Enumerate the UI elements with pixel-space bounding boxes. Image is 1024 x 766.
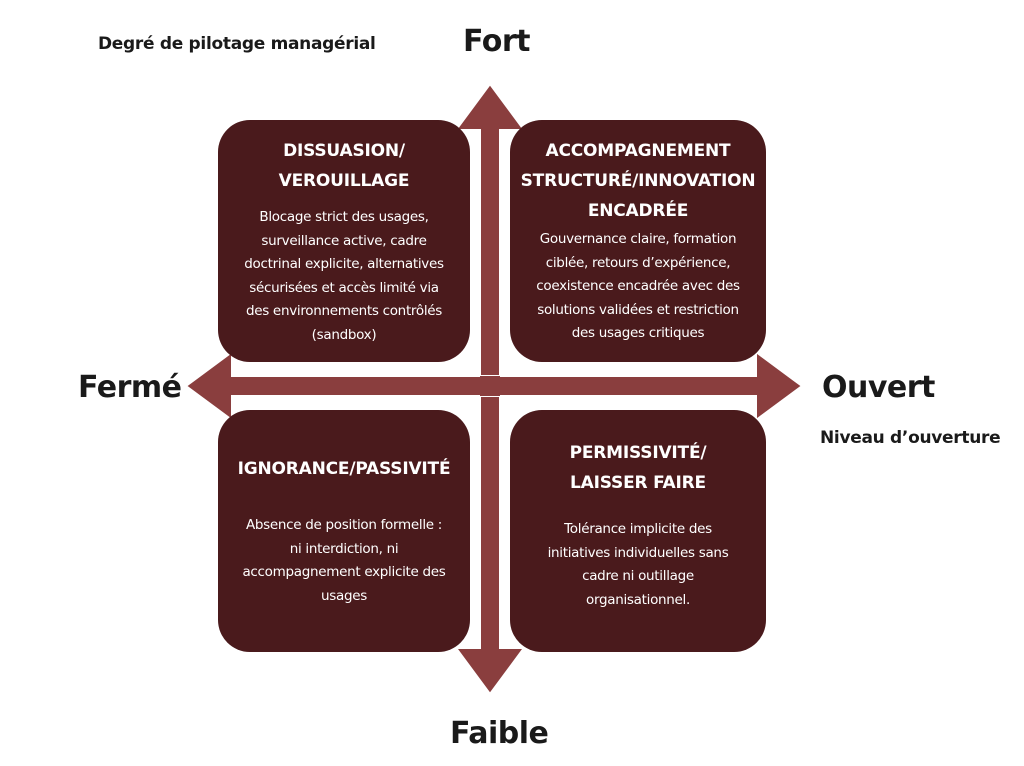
quadrant-accompagnement-structure: ACCOMPAGNEMENT STRUCTURÉ/INNOVATION ENCA…: [510, 120, 766, 362]
desc-line: Blocage strict des usages,: [259, 209, 429, 225]
desc-line: (sandbox): [311, 326, 377, 343]
quadrant-description: Tolérance implicite des initiatives indi…: [548, 518, 729, 612]
title-line: LAISSER FAIRE: [570, 473, 706, 493]
desc-line: Absence de position formelle :: [245, 517, 443, 533]
pole-fort: Fort: [463, 24, 531, 59]
quadrant-permissivite-laisser-faire: PERMISSIVITÉ/ LAISSER FAIRE Tolérance im…: [510, 410, 766, 652]
quadrant-ignorance-passivite: IGNORANCE/PASSIVITÉ Absence de position …: [218, 410, 470, 652]
y-axis-label: Degré de pilotage managérial: [98, 34, 376, 54]
quadrant-title: ACCOMPAGNEMENT STRUCTURÉ/INNOVATION ENCA…: [521, 136, 756, 226]
desc-line: coexistence encadrée avec des: [536, 278, 740, 294]
desc-line: doctrinal explicite, alternatives: [244, 256, 444, 272]
pole-ouvert: Ouvert: [822, 370, 935, 405]
title-line: STRUCTURÉ/INNOVATION: [520, 171, 756, 191]
desc-line: Gouvernance claire, formation: [539, 231, 737, 247]
title-line: VEROUILLAGE: [278, 171, 410, 191]
desc-line: solutions validées et restriction: [537, 301, 739, 318]
desc-line: des usages critiques: [571, 325, 705, 341]
desc-line: sécurisées et accès limité via: [249, 279, 439, 296]
title-line: PERMISSIVITÉ/: [569, 443, 707, 463]
desc-line: usages: [321, 587, 367, 604]
desc-line: cadre ni outillage: [582, 568, 694, 584]
quadrant-title: DISSUASION/ VEROUILLAGE: [279, 136, 410, 196]
x-axis-label: Niveau d’ouverture: [820, 428, 1001, 448]
quadrant-title: PERMISSIVITÉ/ LAISSER FAIRE: [570, 438, 707, 498]
pole-faible: Faible: [450, 716, 549, 751]
pole-ferme: Fermé: [78, 370, 182, 405]
quadrant-title: IGNORANCE/PASSIVITÉ: [238, 454, 451, 484]
desc-line: ni interdiction, ni: [289, 540, 399, 557]
title-line: IGNORANCE/PASSIVITÉ: [237, 459, 451, 479]
desc-line: surveillance active, cadre: [261, 232, 427, 249]
desc-line: initiatives individuelles sans: [547, 544, 729, 561]
desc-line: organisationnel.: [586, 591, 690, 608]
axis-crossing: [480, 376, 500, 396]
title-line: ACCOMPAGNEMENT: [545, 141, 731, 161]
title-line: DISSUASION/: [283, 141, 405, 161]
desc-line: Tolérance implicite des: [564, 521, 712, 537]
desc-line: des environnements contrôlés: [245, 303, 443, 319]
desc-line: ciblée, retours d’expérience,: [545, 254, 731, 271]
quadrant-dissuasion-verouillage: DISSUASION/ VEROUILLAGE Blocage strict d…: [218, 120, 470, 362]
quadrant-description: Gouvernance claire, formation ciblée, re…: [536, 228, 740, 346]
quadrant-description: Blocage strict des usages, surveillance …: [244, 206, 444, 347]
title-line: ENCADRÉE: [587, 201, 689, 221]
quadrant-description: Absence de position formelle : ni interd…: [242, 514, 445, 608]
desc-line: accompagnement explicite des: [242, 564, 446, 580]
